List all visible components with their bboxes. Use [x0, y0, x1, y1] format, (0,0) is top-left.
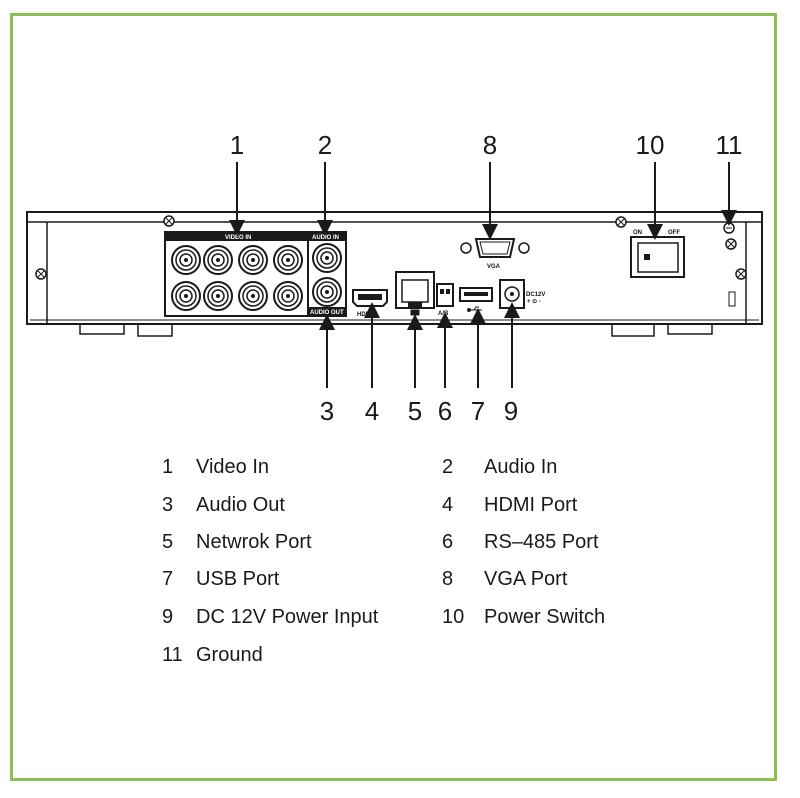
legend-number: 5 [162, 531, 174, 553]
callout-2: 2 [318, 130, 332, 160]
dc-polarity-label: + ⊙ - [527, 299, 541, 305]
legend-number: 6 [442, 531, 454, 553]
callout-10: 10 [636, 130, 665, 160]
legend-item: 3 Audio Out [162, 494, 285, 517]
dvr-chassis [26, 211, 763, 337]
audio-in-label: AUDIO IN [312, 235, 339, 241]
callout-11: 11 [716, 130, 743, 160]
network-port [395, 271, 435, 309]
legend-item: 8 VGA Port [442, 568, 567, 591]
legend-item: 11 Ground [162, 644, 263, 667]
power-switch [630, 236, 685, 278]
legend-label: Ground [196, 644, 263, 666]
legend-label: USB Port [196, 568, 280, 590]
callout-arrows [229, 162, 737, 388]
vga-label: VGA [487, 264, 501, 270]
legend-number: 1 [162, 456, 174, 478]
callout-8: 8 [483, 130, 497, 160]
legend-item: 5 Netwrok Port [162, 531, 312, 554]
ground-terminal [723, 222, 737, 307]
legend-number: 9 [162, 606, 174, 628]
callout-7: 7 [471, 396, 485, 426]
legend-label: Power Switch [484, 606, 606, 628]
audio-out-label: AUDIO OUT [310, 310, 344, 316]
legend-number: 4 [442, 494, 454, 516]
legend-item: 2 Audio In [442, 456, 557, 479]
legend-label: RS–485 Port [484, 531, 599, 553]
vga-port [460, 238, 530, 258]
dc-power-port [499, 279, 525, 309]
ab-label: A/B [438, 311, 449, 317]
video-in-label: VIDEO IN [225, 235, 251, 241]
legend-label: Netwrok Port [196, 531, 312, 553]
video-in-ports [164, 231, 309, 317]
legend-label: HDMI Port [484, 494, 578, 516]
legend-label: VGA Port [484, 568, 568, 590]
legend-number: 8 [442, 568, 454, 590]
legend-item: 4 HDMI Port [442, 494, 577, 517]
legend-label: Video In [196, 456, 270, 478]
callout-3: 3 [320, 396, 334, 426]
legend-item: 6 RS–485 Port [442, 531, 599, 554]
legend-item: 1 Video In [162, 456, 269, 479]
legend-number: 3 [162, 494, 174, 516]
callout-5: 5 [408, 396, 422, 426]
usb-port [459, 287, 493, 302]
callout-6: 6 [438, 396, 452, 426]
switch-off-label: OFF [668, 230, 680, 236]
legend-number: 11 [162, 644, 183, 666]
callout-4: 4 [365, 396, 379, 426]
hdmi-label: HDMI [357, 312, 373, 318]
legend-item: 10 Power Switch [442, 606, 605, 629]
legend-item: 7 USB Port [162, 568, 279, 591]
legend-number: 2 [442, 456, 454, 478]
dc-label: DC12V [526, 292, 545, 298]
legend-item: 9 DC 12V Power Input [162, 606, 378, 629]
switch-on-label: ON [633, 230, 642, 236]
legend-label: Audio Out [196, 494, 285, 516]
network-icon [410, 309, 420, 319]
legend-label: Audio In [484, 456, 558, 478]
legend-number: 7 [162, 568, 174, 590]
usb-icon [467, 306, 482, 312]
rs485-port [436, 283, 454, 307]
legend-number: 10 [442, 606, 465, 628]
hdmi-port [352, 289, 388, 307]
audio-ports [307, 231, 347, 317]
legend-label: DC 12V Power Input [196, 606, 379, 628]
callout-9: 9 [504, 396, 518, 426]
diagram-frame [10, 13, 777, 781]
callout-1: 1 [230, 130, 244, 160]
